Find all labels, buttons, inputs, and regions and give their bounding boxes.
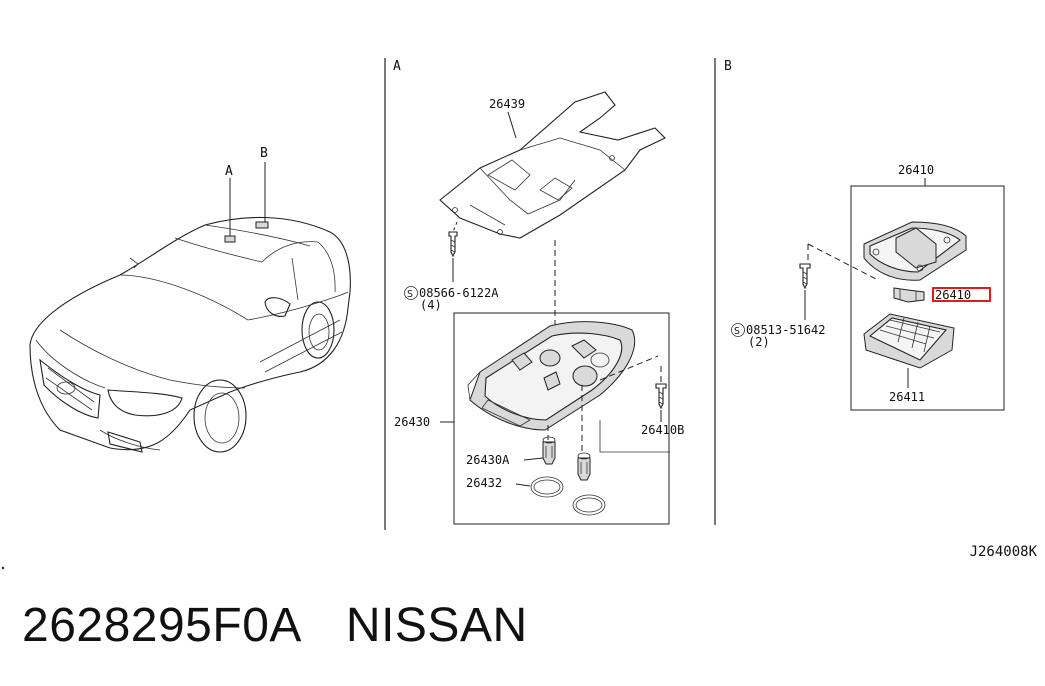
label-26410b: 26410B [641, 423, 684, 437]
diagram-code: J264008K [969, 544, 1037, 560]
label-26430a: 26430A [466, 453, 510, 467]
room-lamp-26430 [467, 321, 636, 431]
car-illustration: A B [29, 146, 351, 453]
screw-26410b [655, 366, 667, 422]
highlight-26410 [932, 287, 991, 302]
footer-brand: NISSAN [345, 599, 528, 652]
label-26430: 26430 [394, 415, 430, 429]
map-lamp-housing [863, 221, 967, 281]
label-26432: 26432 [466, 476, 502, 490]
footer-part-number: 2628295F0A [22, 599, 302, 652]
screw-a-qty: (4) [420, 298, 442, 312]
panel-a: 26439 S 08566-6122A (4) 26430 [394, 91, 684, 525]
lens-26432-2 [572, 494, 606, 516]
roof-lamp-a-marker [224, 235, 236, 243]
bulb-2 [577, 452, 591, 481]
screw-08566 [448, 221, 458, 282]
car-marker-b: B [260, 146, 268, 161]
screw-08513 [799, 263, 811, 320]
panel-b: 26410 26410 S 08513-51642 (2) [731, 163, 1005, 411]
footer-caption: 2628295F0A NISSAN [22, 598, 572, 653]
label-26410: 26410 [898, 163, 934, 177]
label-26439: 26439 [489, 97, 525, 111]
lamp-assembly-box [453, 312, 670, 525]
roof-lamp-b-marker [255, 221, 269, 229]
map-lamp-box [850, 185, 1005, 411]
label-08513-51642: 08513-51642 [746, 323, 825, 337]
map-lamp-bulb [893, 287, 925, 303]
screw-b-qty: (2) [748, 335, 770, 349]
bulb-26430a [542, 436, 556, 465]
screw-a-ref: S [407, 289, 413, 300]
label-26411: 26411 [889, 390, 925, 404]
section-label-b: B [724, 59, 732, 74]
screw-b-ref: S [734, 326, 740, 337]
section-label-a: A [393, 59, 401, 74]
bracket-26439 [439, 91, 666, 239]
lens-26411 [863, 313, 955, 369]
car-marker-a: A [225, 164, 233, 179]
lens-26432-1 [530, 476, 564, 498]
label-26410-highlight: 26410 [935, 288, 971, 302]
label-08566-6122a: 08566-6122A [419, 286, 499, 300]
